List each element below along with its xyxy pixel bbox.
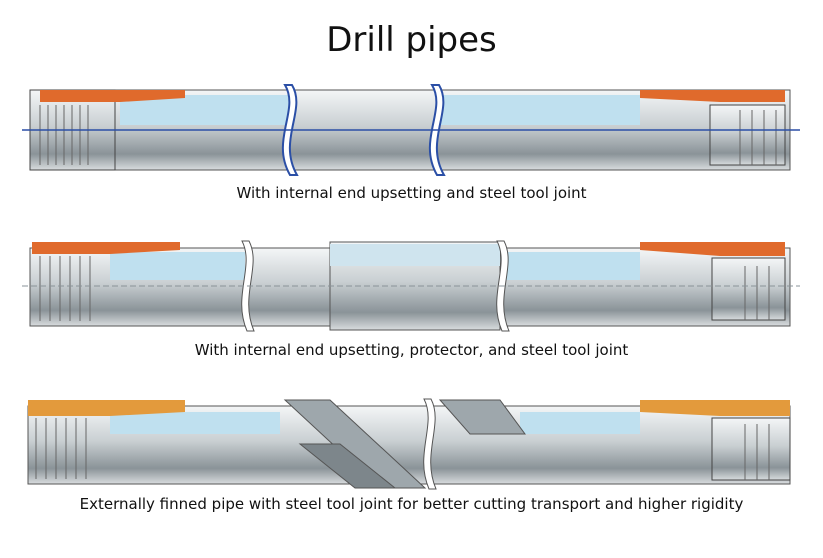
page-title: Drill pipes (326, 20, 497, 60)
diagram-caption: With internal end upsetting, protector, … (194, 341, 629, 359)
drill-pipe-internal-upset-diagram (22, 84, 800, 176)
pin-tool-joint (640, 400, 791, 481)
fins (283, 399, 526, 489)
pin-tool-joint (640, 242, 786, 321)
box-tool-joint (28, 400, 185, 479)
drill-pipe-protector-diagram (22, 240, 800, 332)
box-tool-joint (32, 242, 180, 321)
break-marks (423, 398, 437, 490)
diagram-caption: Externally finned pipe with steel tool j… (79, 495, 744, 513)
pipe-body (27, 405, 791, 485)
pin-tool-joint (640, 90, 786, 166)
externally-finned-pipe-diagram (27, 398, 791, 490)
diagram-caption: With internal end upsetting and steel to… (236, 184, 587, 202)
